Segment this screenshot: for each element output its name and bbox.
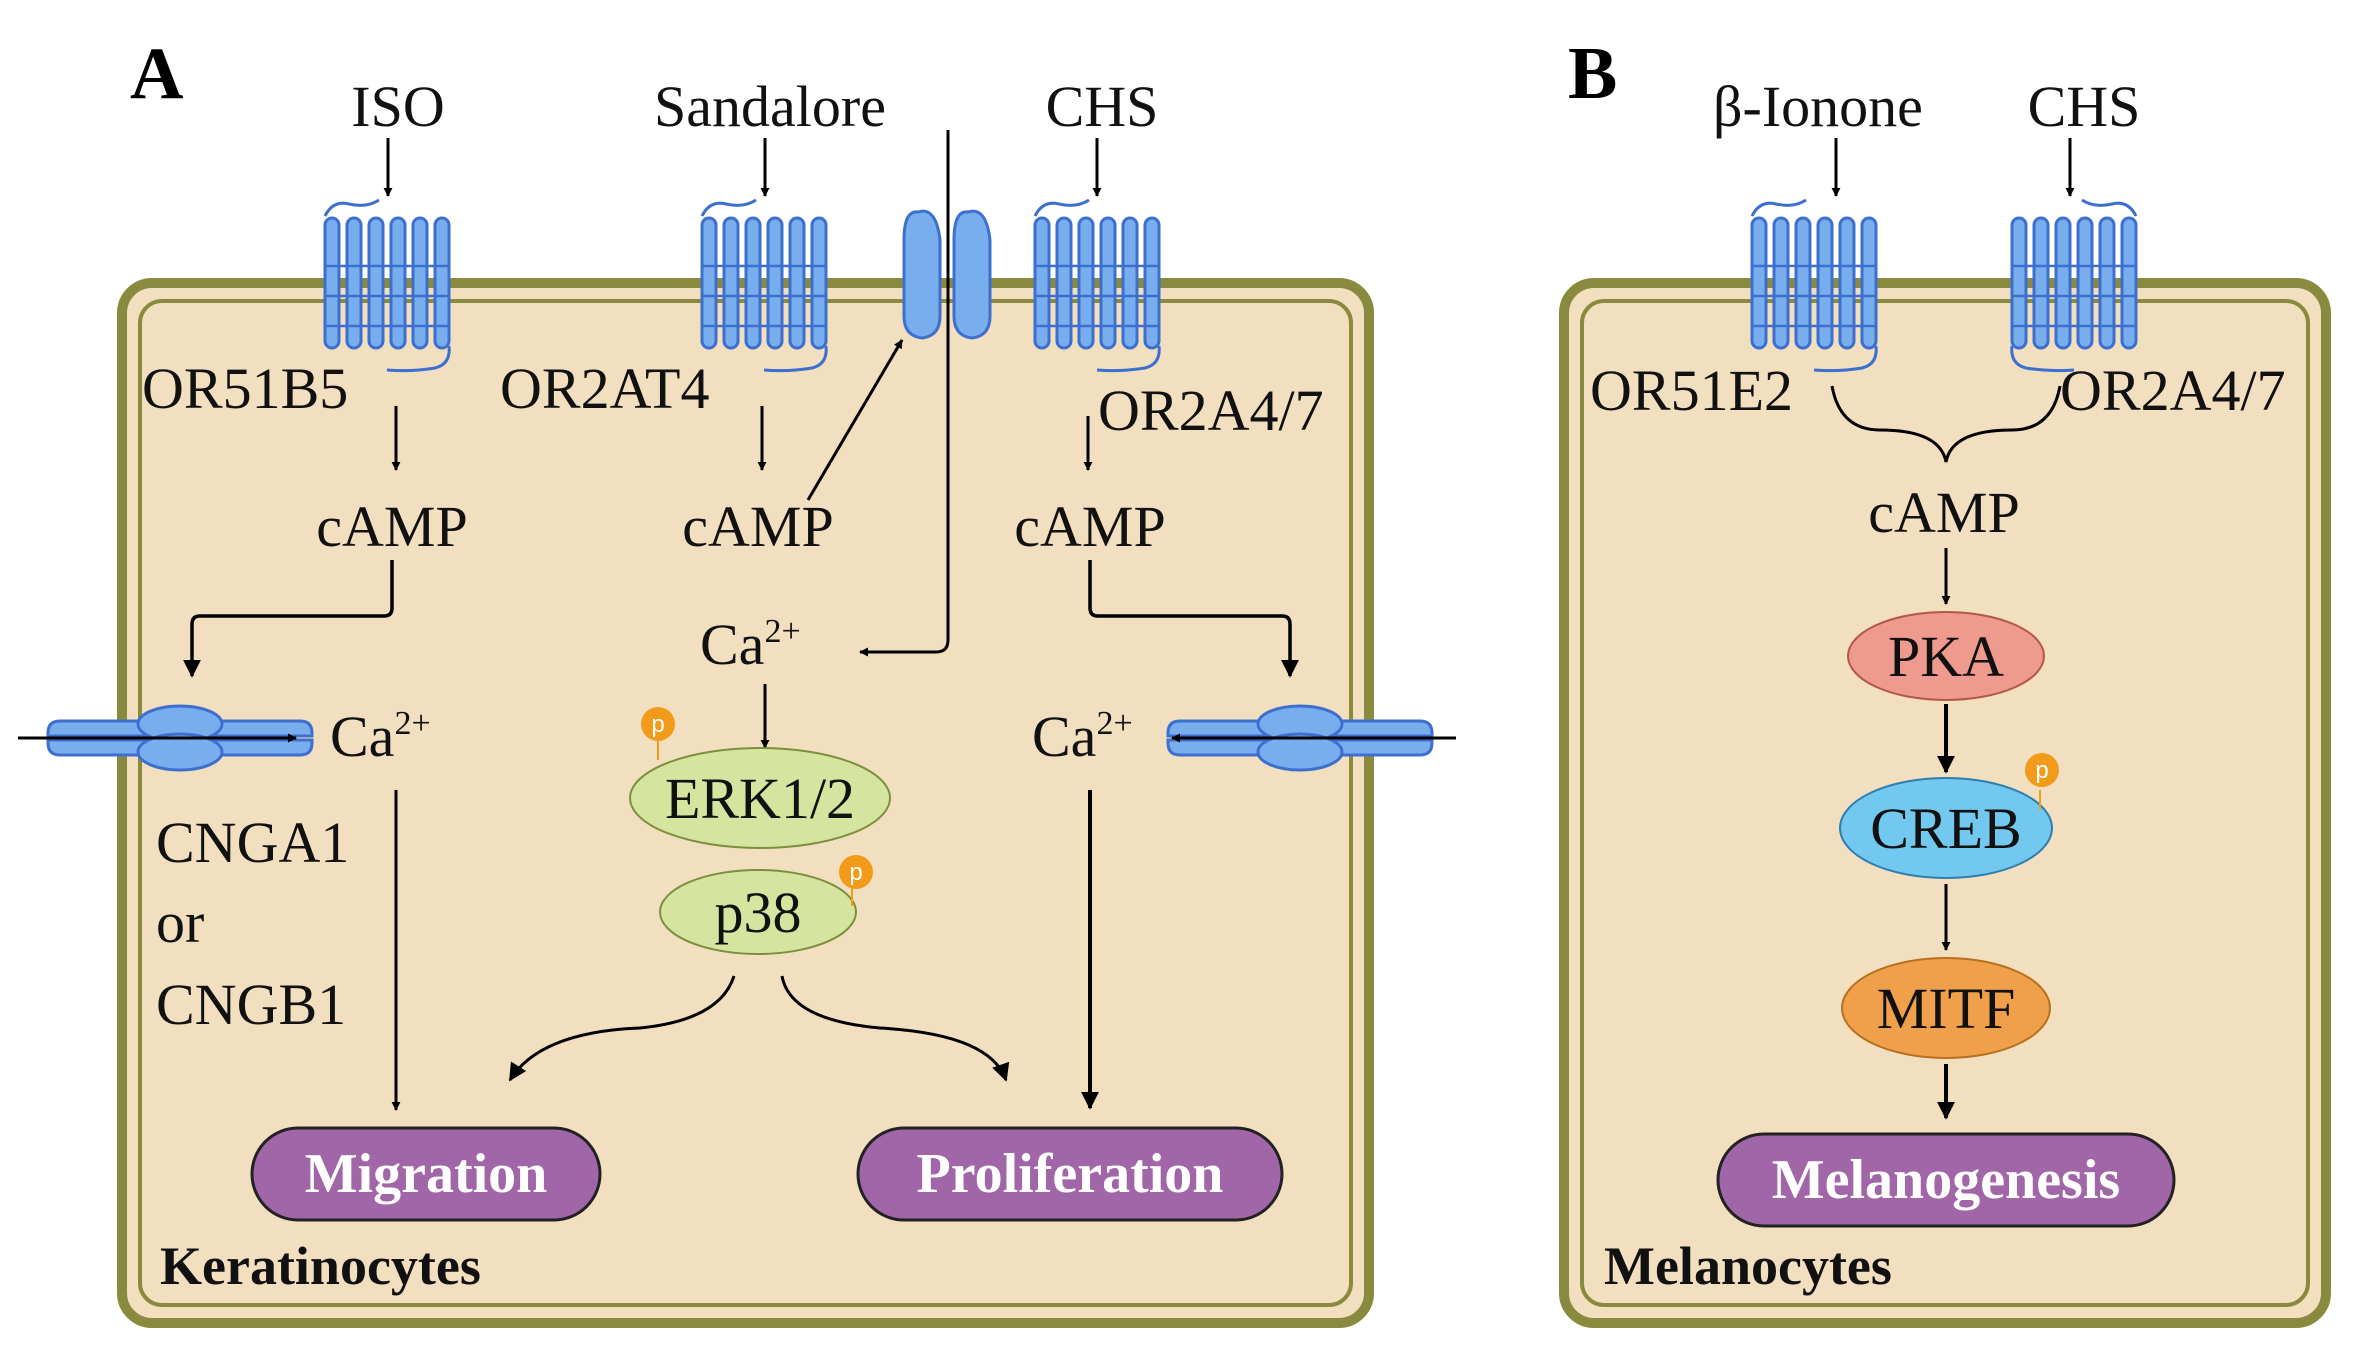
panel-b-letter: B [1568, 33, 1617, 115]
phospho-erk-icon: p [641, 707, 675, 760]
svg-text:p: p [651, 711, 664, 738]
arrow-p38-proliferation [780, 975, 1010, 1082]
panel-a: A ISO Sandalore CHS OR51B5 OR2AT4 OR2A4/… [18, 33, 1456, 1328]
proliferation-pill [856, 1126, 1284, 1222]
calcium-influx-line [859, 130, 950, 657]
membrane-channel-icon [902, 209, 992, 340]
cell-name-keratinocytes: Keratinocytes [160, 1236, 481, 1296]
receptor-or51e2-label: OR51E2 [1590, 358, 1793, 423]
melanogenesis-label: Melanogenesis [1772, 1149, 2120, 1211]
pka-label: PKA [1888, 624, 2004, 689]
camp-middle: cAMP [682, 494, 833, 559]
mitf-label: MITF [1877, 976, 2016, 1041]
panel-b: B β-Ionone CHS OR51E2 OR2A4/7 cAMP PKA C… [1559, 33, 2331, 1328]
ligand-chs-b: CHS [2028, 74, 2141, 139]
erk12-label: ERK1/2 [665, 766, 855, 831]
arrow-p38-migration [508, 975, 736, 1082]
channel-label-cngb1: CNGB1 [156, 972, 346, 1037]
ligand-sandalore: Sandalore [654, 74, 886, 139]
receptor-merge-brace [1830, 385, 2062, 463]
pka-node [1847, 611, 2045, 701]
ligand-iso: ISO [351, 74, 444, 139]
phospho-p38-icon: p [839, 855, 873, 906]
mitf-node [1841, 957, 2051, 1059]
svg-text:p: p [849, 859, 862, 886]
calcium-middle: Ca2+ [700, 612, 801, 677]
camp-b: cAMP [1868, 480, 2019, 545]
arrow-camp-channel [806, 339, 904, 501]
ligand-chs-a: CHS [1046, 74, 1159, 139]
calcium-left: Ca2+ [330, 704, 431, 769]
migration-label: Migration [305, 1143, 548, 1205]
arrow-camp-cng-left [183, 560, 394, 678]
melanogenesis-pill [1716, 1132, 2176, 1228]
erk12-node [629, 747, 891, 849]
calcium-right: Ca2+ [1032, 704, 1133, 769]
cell-name-melanocytes: Melanocytes [1604, 1236, 1892, 1296]
proliferation-label: Proliferation [917, 1143, 1224, 1205]
migration-pill [250, 1126, 602, 1222]
receptor-or2at4-label: OR2AT4 [500, 356, 709, 421]
creb-label: CREB [1870, 796, 2022, 861]
svg-text:p: p [2035, 757, 2048, 784]
p38-node [659, 869, 857, 955]
receptor-or2a47-label: OR2A4/7 [1098, 378, 1324, 443]
camp-right: cAMP [1014, 494, 1165, 559]
p38-label: p38 [715, 880, 802, 945]
channel-label-or: or [156, 890, 204, 955]
arrow-camp-cng-right [1088, 560, 1299, 678]
channel-label-cnga1: CNGA1 [156, 810, 349, 875]
phospho-creb-icon: p [2025, 753, 2059, 810]
receptor-or51b5-label: OR51B5 [142, 356, 348, 421]
panel-a-letter: A [130, 33, 183, 115]
camp-left: cAMP [316, 494, 467, 559]
ligand-beta-ionone: β-Ionone [1713, 74, 1923, 139]
creb-node [1839, 777, 2053, 879]
receptor-or2a47-b-label: OR2A4/7 [2060, 358, 2286, 423]
